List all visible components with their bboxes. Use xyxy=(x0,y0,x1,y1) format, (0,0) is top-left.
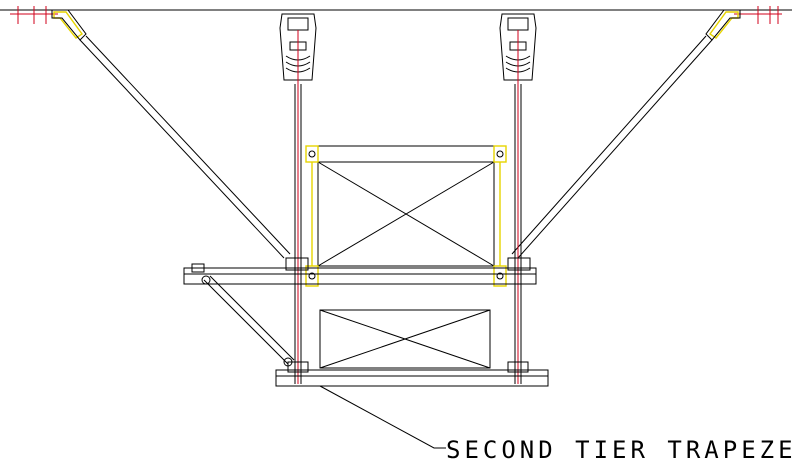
second-tier-trapeze xyxy=(275,361,549,387)
right-sway-brace xyxy=(511,35,713,259)
right-ceiling-anchor xyxy=(705,6,782,41)
upper-duct xyxy=(305,145,507,287)
first-tier-trapeze xyxy=(183,257,537,285)
right-spring-isolator xyxy=(499,13,537,84)
right-threaded-rod xyxy=(514,84,522,384)
second-tier-leader xyxy=(319,385,446,449)
left-sway-brace xyxy=(79,35,291,259)
inter-tier-brace xyxy=(201,275,295,367)
second-tier-label: SECOND TIER TRAPEZE xyxy=(446,436,792,462)
left-ceiling-anchor xyxy=(10,6,87,41)
left-spring-isolator xyxy=(279,13,317,84)
left-threaded-rod xyxy=(294,84,302,384)
lower-duct xyxy=(319,309,491,369)
